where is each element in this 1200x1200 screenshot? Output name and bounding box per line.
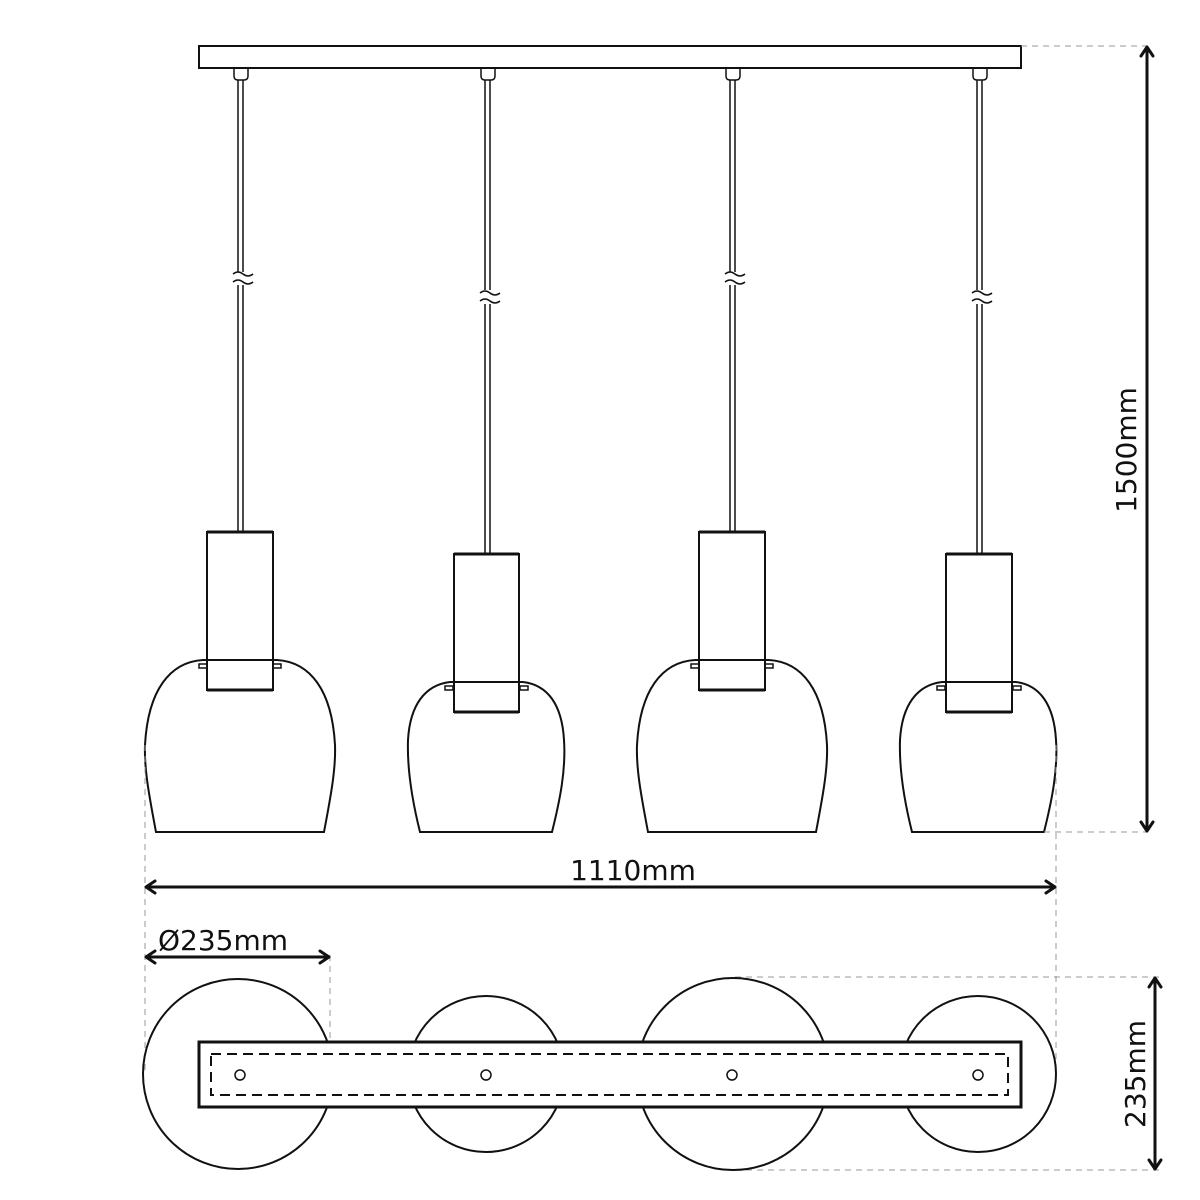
pendant-1 [143, 68, 337, 833]
glass-shade [635, 659, 829, 833]
cable-break-symbol [971, 290, 993, 304]
glass-shade [898, 681, 1058, 833]
width-label: 1110mm [570, 854, 696, 887]
top-plan [142, 977, 1057, 1171]
glass-shade [143, 659, 337, 833]
mount-point-3 [726, 1069, 738, 1081]
extension-lines [144, 45, 1160, 1171]
mount-point-4 [972, 1069, 984, 1081]
depth-dimension: 235mm [1119, 976, 1163, 1171]
height-dimension: 1500mm [1110, 45, 1155, 833]
diameter-label: Ø235mm [158, 924, 288, 957]
cable-grip [725, 68, 741, 81]
diameter-dimension: Ø235mm [144, 924, 331, 965]
height-label: 1500mm [1110, 387, 1143, 513]
width-dimension: 1110mm [144, 854, 1057, 895]
cable-grip [480, 68, 496, 81]
lamp-holder [453, 553, 520, 713]
canopy-inner-outline [210, 1053, 1009, 1096]
mount-point-1 [234, 1069, 246, 1081]
cable-break-symbol [232, 271, 254, 285]
cable-break-symbol [479, 290, 501, 304]
canopy-bar [198, 45, 1022, 69]
depth-label: 235mm [1119, 1020, 1152, 1128]
lamp-holder [206, 531, 274, 691]
front-elevation [143, 45, 1058, 833]
pendant-4 [898, 68, 1058, 833]
lamp-holder [698, 531, 766, 691]
mount-point-2 [480, 1069, 492, 1081]
pendant-3 [635, 68, 829, 833]
lamp-holder [945, 553, 1013, 713]
pendant-2 [406, 68, 566, 833]
cable-break-symbol [724, 271, 746, 285]
cable-grip [972, 68, 988, 81]
cable-grip [233, 68, 249, 81]
canopy-plan [197, 1040, 1023, 1109]
glass-shade [406, 681, 566, 833]
